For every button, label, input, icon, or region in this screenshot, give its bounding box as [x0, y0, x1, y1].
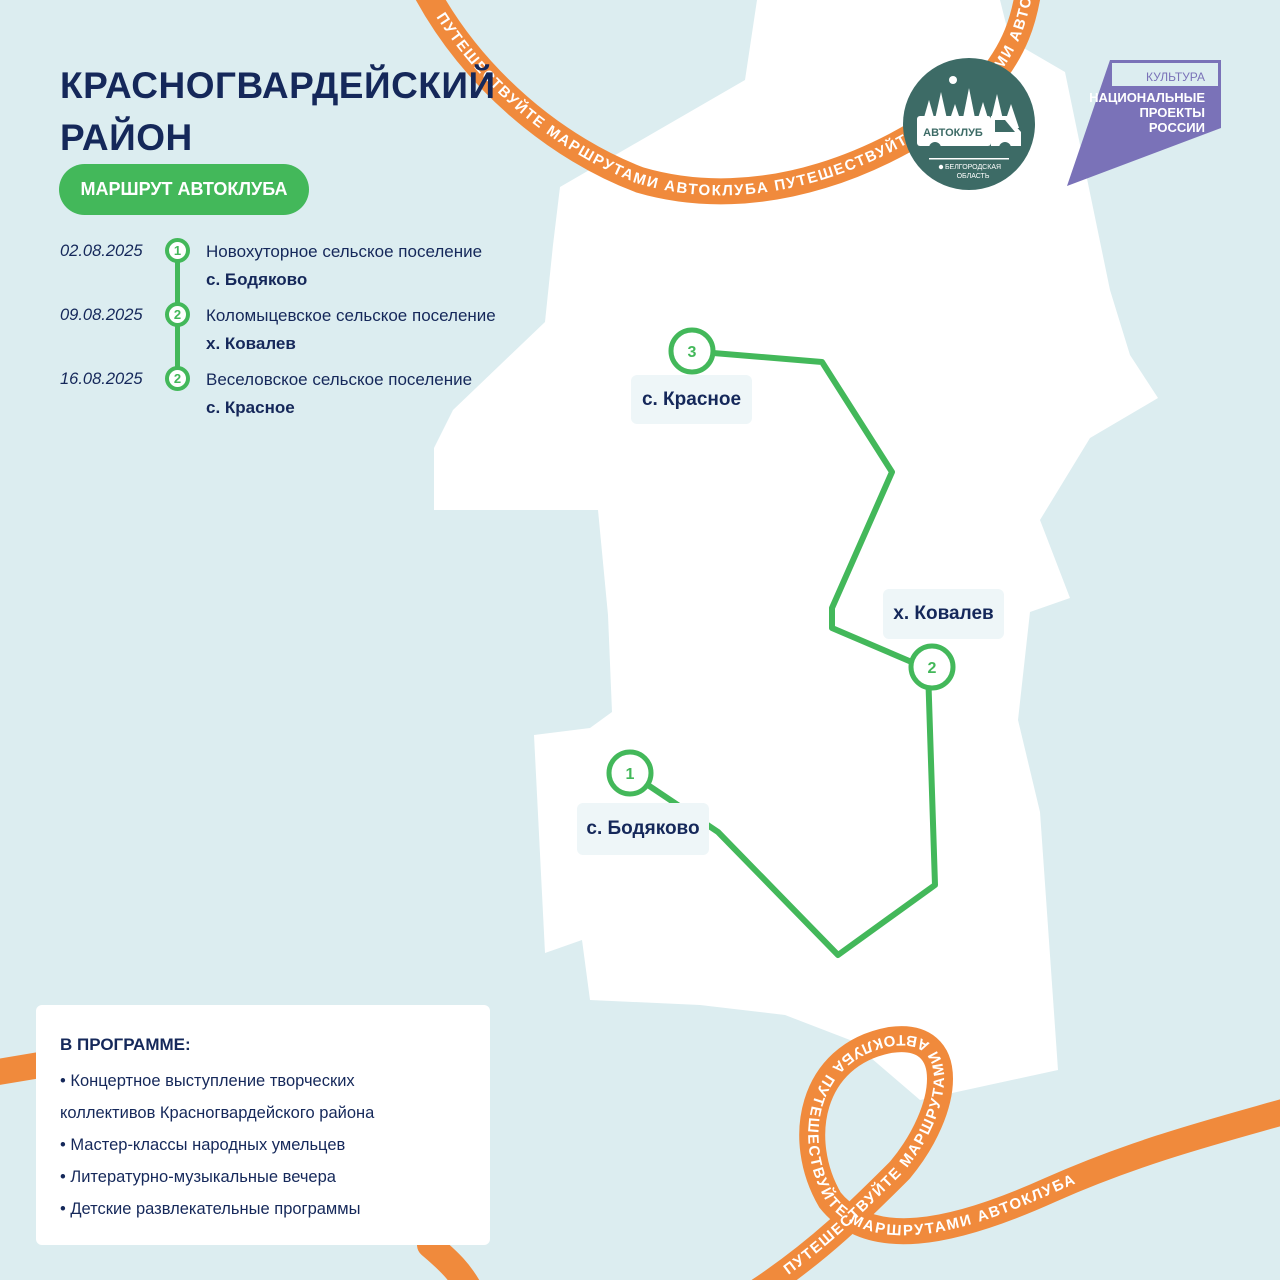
program-item: коллективов Красногвардейского района: [60, 1104, 375, 1122]
map-stop-2: 2: [908, 643, 956, 691]
schedule-date-3: 16.08.2025: [60, 370, 143, 388]
schedule-settlement-3: Веселовское сельское поселение: [206, 370, 473, 389]
program-title: В ПРОГРАММЕ:: [60, 1035, 191, 1054]
map-stop-3: 3: [668, 327, 716, 375]
national-projects-logo: КУЛЬТУРА НАЦИОНАЛЬНЫЕ ПРОЕКТЫ РОССИИ: [1067, 60, 1221, 186]
map-stop-1-number: 1: [626, 766, 635, 783]
route-badge: МАРШРУТ АВТОКЛУБА: [59, 164, 309, 215]
national-projects-shape: [1067, 60, 1221, 186]
location-pin-icon: [938, 164, 944, 170]
map-stop-1-circle: [606, 749, 654, 797]
schedule-settlement-2: Коломыцевское сельское поселение: [206, 306, 496, 325]
program-item: • Литературно-музыкальные вечера: [60, 1168, 336, 1186]
autoclub-logo-region-2: ОБЛАСТЬ: [957, 173, 990, 180]
schedule-marker-2: 2: [165, 302, 190, 327]
schedule-date-1: 02.08.2025: [60, 242, 143, 260]
national-projects-culture: КУЛЬТУРА: [1146, 70, 1205, 84]
program-item: • Детские развлекательные программы: [60, 1200, 361, 1218]
autoclub-logo: АВТОКЛУБ БЕЛГОРОДСКАЯ ОБЛАСТЬ: [903, 58, 1035, 190]
schedule-village-2: х. Ковалев: [206, 334, 296, 353]
schedule-village-1: с. Бодяково: [206, 270, 308, 289]
national-projects-strip: [1112, 63, 1218, 86]
map-label-bodyakovo: с. Бодяково: [577, 803, 709, 855]
national-projects-line-4: РОССИИ: [1149, 120, 1205, 135]
program-item: • Мастер-классы народных умельцев: [60, 1136, 346, 1154]
schedule-date-2: 09.08.2025: [60, 306, 143, 324]
map-label-krasnoe: с. Красное: [631, 375, 752, 424]
schedule-marker-1: 1: [165, 238, 190, 263]
autoclub-logo-region-1: БЕЛГОРОДСКАЯ: [945, 164, 1001, 171]
national-projects-line-3: ПРОЕКТЫ: [1139, 105, 1205, 120]
autoclub-logo-divider: [929, 158, 1009, 160]
map-stop-2-number: 2: [928, 660, 937, 677]
map-stop-1: 1: [606, 749, 654, 797]
program-card: В ПРОГРАММЕ: • Концертное выступление тв…: [36, 1005, 490, 1245]
national-projects-line-2: НАЦИОНАЛЬНЫЕ: [1089, 90, 1205, 105]
schedule-marker-3: 2: [165, 366, 190, 391]
moon-icon: [949, 76, 957, 84]
schedule-settlement-1: Новохуторное сельское поселение: [206, 242, 483, 261]
page-title: КРАСНОГВАРДЕЙСКИЙ РАЙОН: [60, 65, 496, 158]
schedule-village-3: с. Красное: [206, 398, 295, 417]
route-line: [627, 348, 938, 958]
autoclub-logo-name: АВТОКЛУБ: [923, 127, 983, 139]
program-item: • Концертное выступление творческих: [60, 1072, 355, 1090]
van-icon: [917, 116, 1021, 154]
map-stop-3-number: 3: [688, 344, 697, 361]
ribbon-segment-tail: [430, 1245, 470, 1280]
map-label-kovalev: х. Ковалев: [883, 589, 1004, 639]
schedule-list: 02.08.2025 1 Новохуторное сельское посел…: [60, 232, 530, 432]
region-shape: [434, 0, 1158, 1100]
map-stop-2-circle: [908, 643, 956, 691]
map-stop-3-circle: [668, 327, 716, 375]
